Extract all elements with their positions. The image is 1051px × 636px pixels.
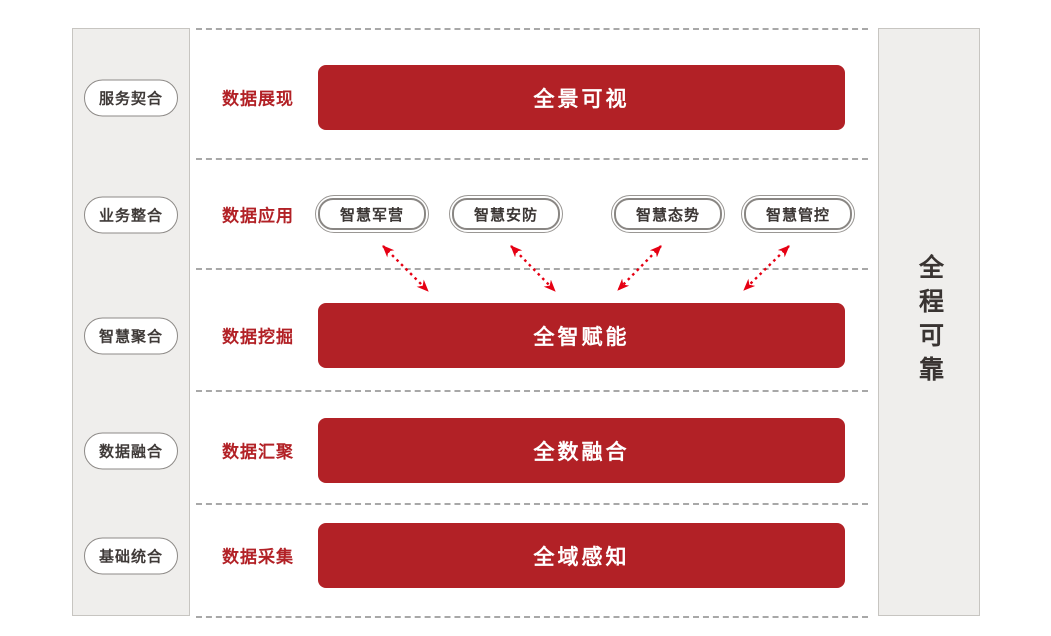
side-pill-data: 数据融合 — [84, 432, 178, 470]
row-label-collect: 数据采集 — [222, 547, 294, 567]
row-label-gather: 数据汇聚 — [222, 442, 294, 462]
app-pill-control: 智慧管控 — [741, 195, 855, 233]
row-label-display: 数据展现 — [222, 89, 294, 109]
layer-bar-fusion: 全数融合 — [318, 418, 845, 483]
separator-line — [196, 390, 868, 392]
side-pill-base: 基础统合 — [84, 537, 178, 575]
app-pill-camp: 智慧军营 — [315, 195, 429, 233]
row-label-mining: 数据挖掘 — [222, 327, 294, 347]
side-pill-wisdom: 智慧聚合 — [84, 317, 178, 355]
separator-line — [196, 616, 868, 618]
right-panel: 全程可靠 — [878, 28, 980, 616]
separator-line — [196, 28, 868, 30]
separator-line — [196, 158, 868, 160]
app-pill-control-label: 智慧管控 — [744, 198, 852, 230]
row-label-apply: 数据应用 — [222, 206, 294, 226]
app-pill-situation: 智慧态势 — [611, 195, 725, 233]
app-pill-situation-label: 智慧态势 — [614, 198, 722, 230]
separator-line — [196, 503, 868, 505]
app-pill-camp-label: 智慧军营 — [318, 198, 426, 230]
layer-bar-sensing: 全域感知 — [318, 523, 845, 588]
vertical-title: 全程可靠 — [915, 254, 944, 390]
app-pill-security: 智慧安防 — [449, 195, 563, 233]
left-panel: 服务契合 业务整合 智慧聚合 数据融合 基础统合 — [72, 28, 190, 616]
side-pill-business: 业务整合 — [84, 196, 178, 234]
separator-line — [196, 268, 868, 270]
app-pill-security-label: 智慧安防 — [452, 198, 560, 230]
layer-bar-empower: 全智赋能 — [318, 303, 845, 368]
side-pill-service: 服务契合 — [84, 79, 178, 117]
layer-bar-panorama: 全景可视 — [318, 65, 845, 130]
